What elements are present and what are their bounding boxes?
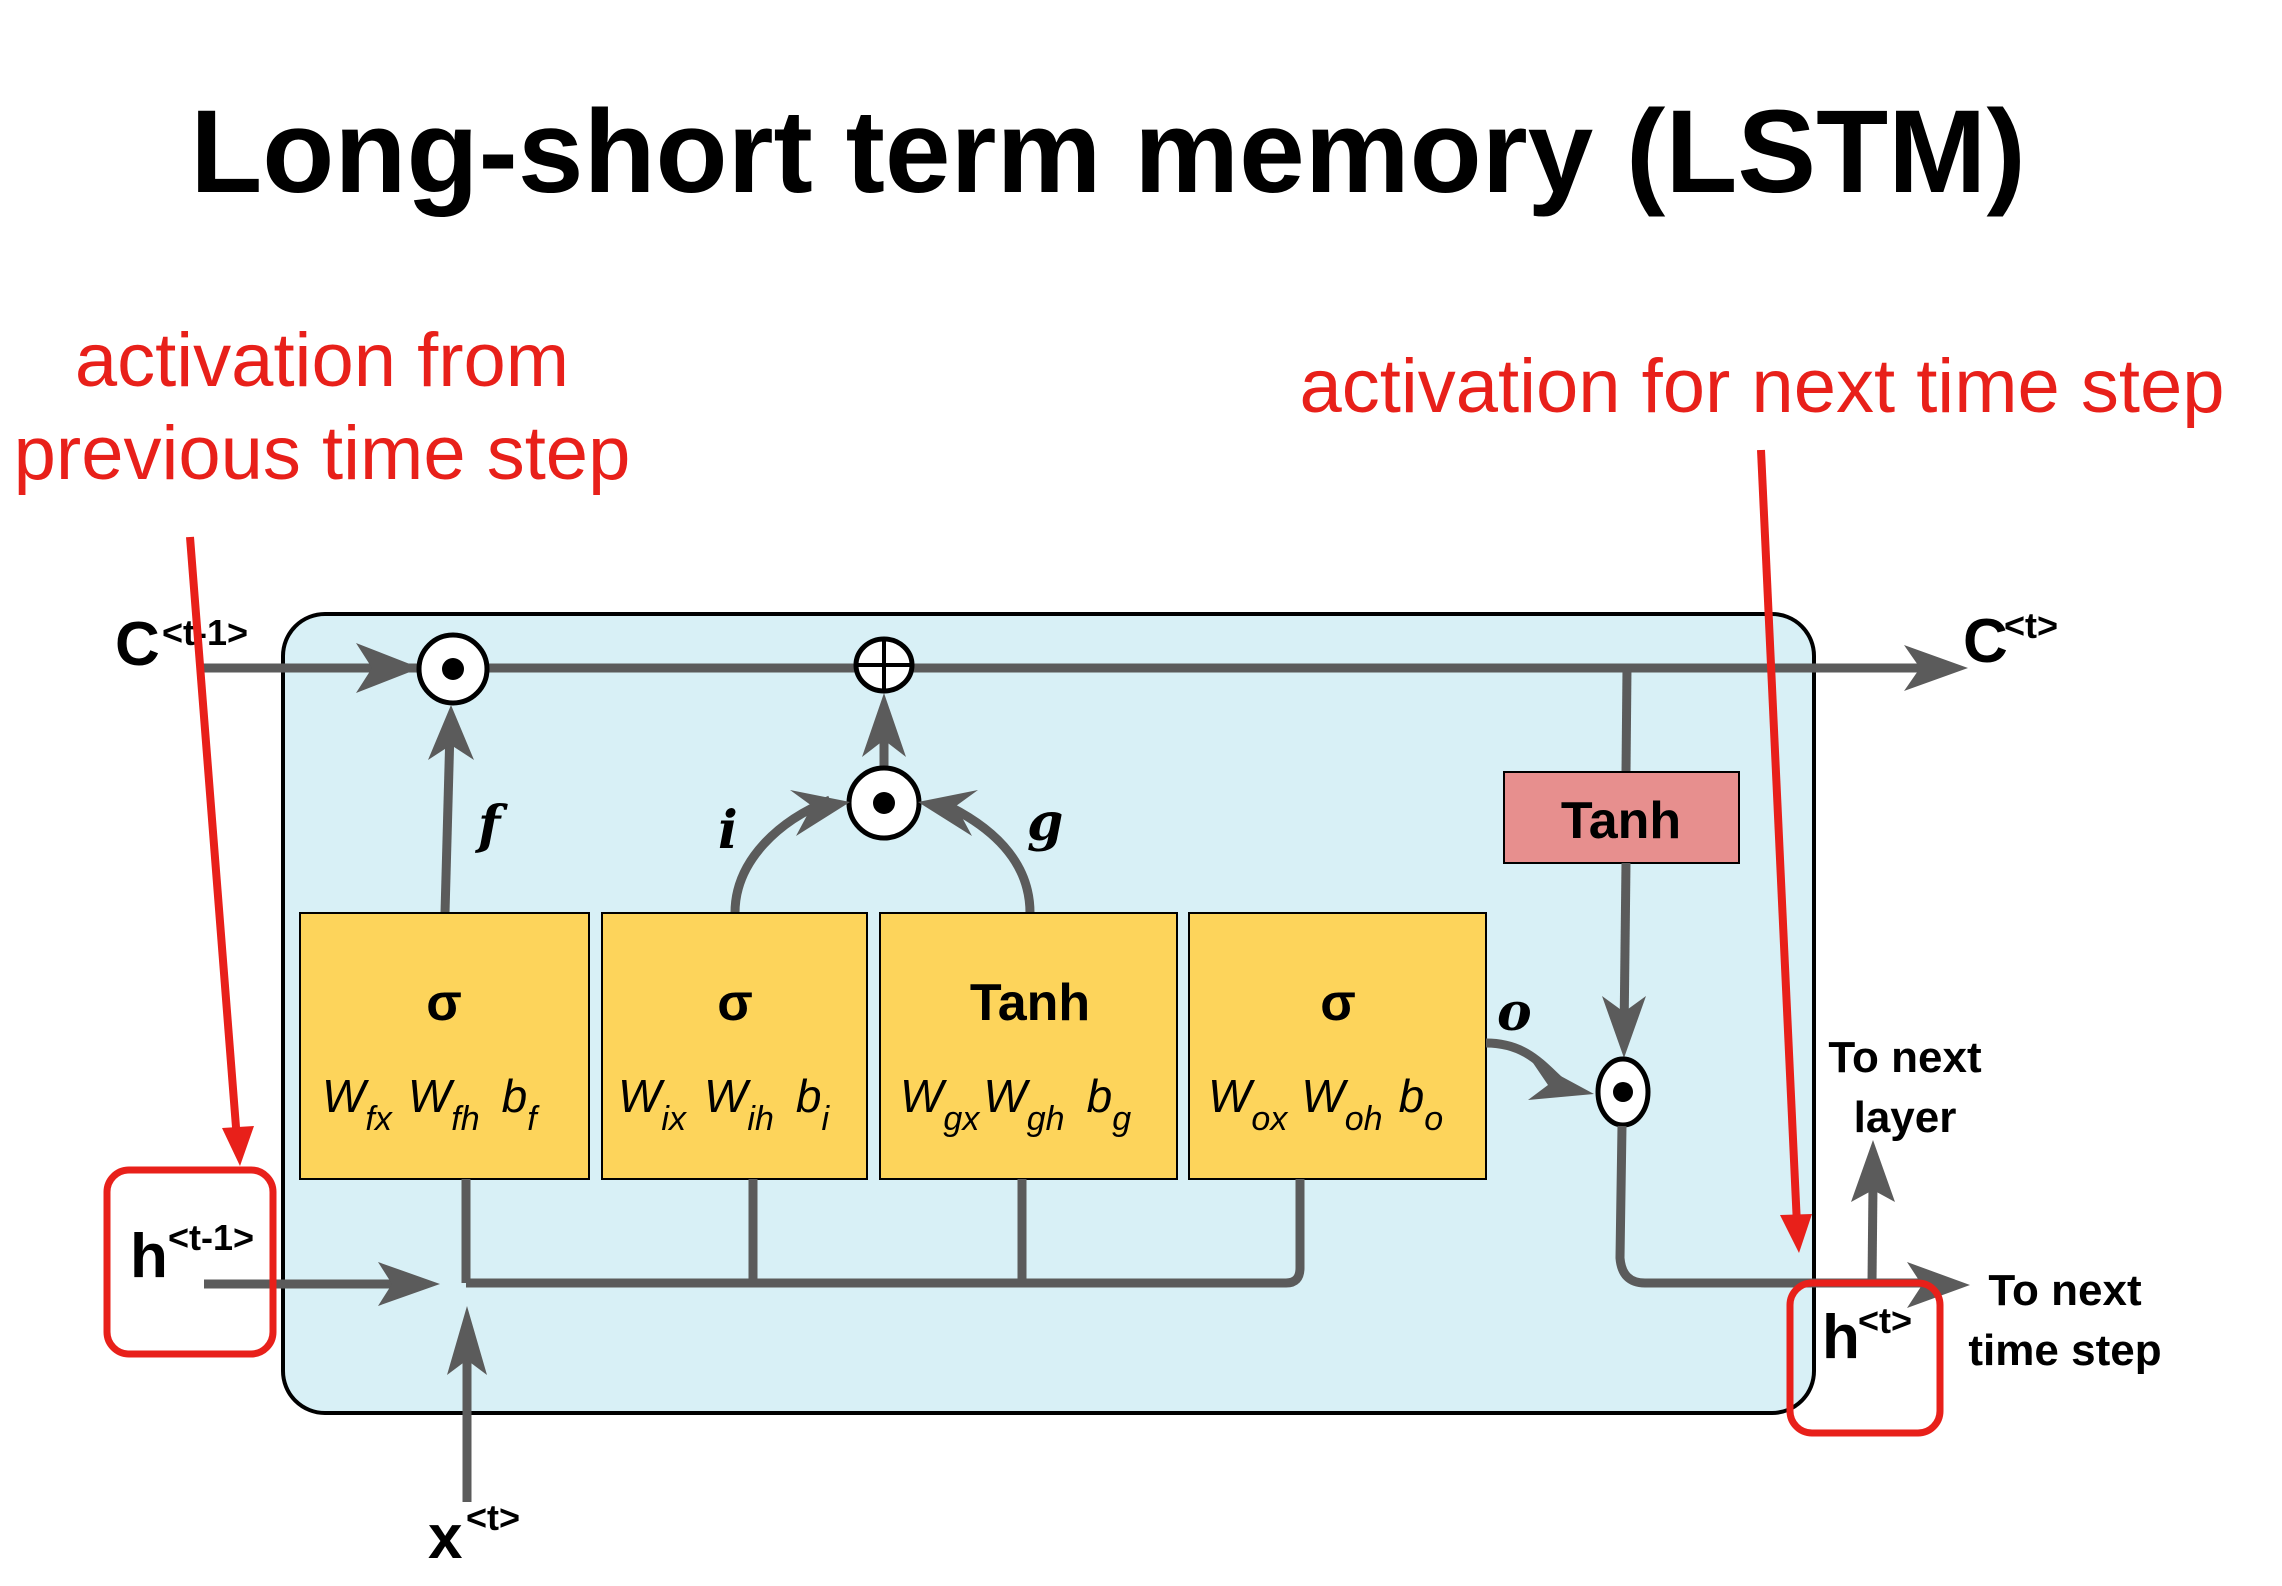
to-next-layer-line2: layer	[1854, 1093, 1957, 1142]
multiply-dot-icon	[442, 658, 464, 680]
arrowhead-icon	[428, 705, 474, 760]
gate-function: σ	[717, 974, 753, 1032]
arrowhead-icon	[1602, 996, 1646, 1058]
annotation-left-pointer	[186, 536, 241, 1141]
arrowhead-icon	[862, 693, 906, 757]
h-prev-label: h	[130, 1222, 168, 1291]
arrowhead-icon	[1851, 1140, 1895, 1202]
tanh-to-output-wire	[1619, 862, 1631, 1036]
annotation-previous-activation-line1: activation from	[75, 318, 569, 403]
annotation-previous-activation-line2: previous time step	[14, 411, 631, 496]
c-next-superscript: <t>	[2004, 605, 2058, 646]
h-next-superscript: <t>	[1858, 1300, 1912, 1341]
red-arrowhead-icon	[1780, 1214, 1812, 1253]
arrowhead-icon	[918, 790, 978, 836]
cell-tanh-label: Tanh	[1561, 792, 1681, 850]
multiply-dot-icon	[1613, 1082, 1633, 1102]
input-gate-label: i	[718, 800, 738, 861]
forget-gate-wire	[440, 729, 455, 914]
arrowhead-icon	[1907, 1262, 1970, 1308]
cell-tanh-box	[1503, 771, 1740, 864]
h-prev-highlight-box	[103, 1166, 277, 1358]
input-bus-wire	[466, 1179, 1305, 1288]
h-next-label: h	[1822, 1303, 1860, 1372]
arrowhead-icon	[1904, 645, 1968, 691]
page-title: Long-short term memory (LSTM)	[190, 86, 2026, 218]
x-input-label: x	[428, 1503, 463, 1572]
output-gate-label: o	[1497, 982, 1532, 1043]
to-next-step-line2: time step	[1968, 1326, 2161, 1375]
arrowhead-icon	[1528, 1060, 1594, 1100]
red-arrowhead-icon	[222, 1126, 254, 1166]
next-layer-wire	[1867, 1184, 1878, 1284]
to-next-layer-line1: To next	[1828, 1033, 1982, 1082]
arrowhead-icon	[356, 643, 420, 693]
multiply-dot-icon	[873, 792, 895, 814]
c-next-label: C	[1963, 607, 2008, 676]
gate-function: σ	[426, 974, 462, 1032]
x-input-superscript: <t>	[466, 1497, 520, 1538]
arrowhead-icon	[790, 790, 850, 836]
annotation-right-pointer	[1757, 449, 1801, 1226]
h-prev-superscript: <t-1>	[168, 1217, 254, 1258]
annotation-next-activation: activation for next time step	[1299, 344, 2224, 429]
arrowhead-icon	[378, 1262, 440, 1306]
gate-function: Tanh	[970, 974, 1090, 1032]
cell-to-tanh-wire	[1621, 667, 1632, 773]
candidate-gate-label: g	[1027, 792, 1063, 853]
arrowhead-icon	[447, 1306, 487, 1375]
c-prev-label: C	[115, 610, 160, 679]
h-next-highlight-box	[1786, 1279, 1944, 1437]
to-next-step-line1: To next	[1988, 1266, 2142, 1315]
h-out-wire	[1615, 1125, 1935, 1288]
gate-function: σ	[1320, 974, 1356, 1032]
c-prev-superscript: <t-1>	[162, 612, 248, 653]
